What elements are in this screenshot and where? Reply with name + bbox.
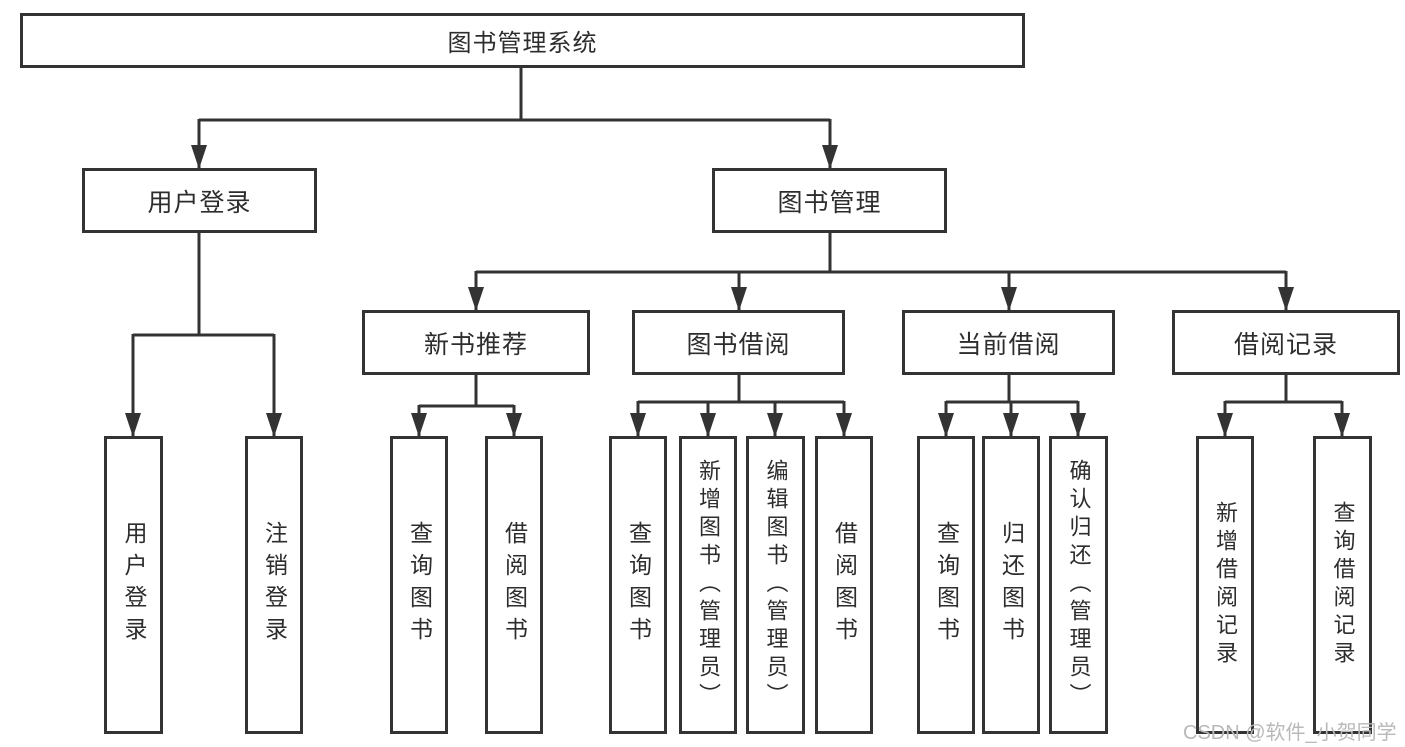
leaf-bb-query-books: 查询图书 xyxy=(609,436,667,734)
leaf-nb-borrow-books: 借阅图书 xyxy=(485,436,543,734)
node-book-management: 图书管理 xyxy=(712,168,947,233)
node-library-management-system: 图书管理系统 xyxy=(20,13,1025,68)
leaf-user-login: 用户登录 xyxy=(104,436,163,734)
node-new-book-recommend: 新书推荐 xyxy=(362,310,590,375)
connector-book-borrow-group xyxy=(638,375,844,404)
node-book-borrow: 图书借阅 xyxy=(632,310,845,375)
csdn-watermark: CSDN @软件_小贺同学 xyxy=(1183,722,1397,744)
connector-current-borrow-group xyxy=(946,375,1078,404)
leaf-cb-confirm-return-admin: 确认归还（管理员） xyxy=(1049,436,1108,734)
node-user-login: 用户登录 xyxy=(82,168,317,233)
leaf-br-add-record: 新增借阅记录 xyxy=(1196,436,1254,734)
leaf-bb-edit-books-admin: 编辑图书（管理员） xyxy=(746,436,805,734)
connector-new-book-group xyxy=(419,375,514,408)
node-current-borrow: 当前借阅 xyxy=(902,310,1115,375)
connector-user-login-group xyxy=(133,233,274,337)
leaf-cb-query-books: 查询图书 xyxy=(917,436,975,734)
leaf-nb-query-books: 查询图书 xyxy=(390,436,448,734)
leaf-br-query-record: 查询借阅记录 xyxy=(1313,436,1372,734)
leaf-cb-return-books: 归还图书 xyxy=(982,436,1040,734)
connector-book-management-level3 xyxy=(476,233,1286,274)
connector-root-level2 xyxy=(199,68,830,122)
leaf-bb-add-books-admin: 新增图书（管理员） xyxy=(679,436,737,734)
leaf-bb-borrow-books: 借阅图书 xyxy=(815,436,873,734)
leaf-logout: 注销登录 xyxy=(245,436,303,734)
node-borrow-records: 借阅记录 xyxy=(1172,310,1400,375)
connector-borrow-records-group xyxy=(1225,375,1342,404)
